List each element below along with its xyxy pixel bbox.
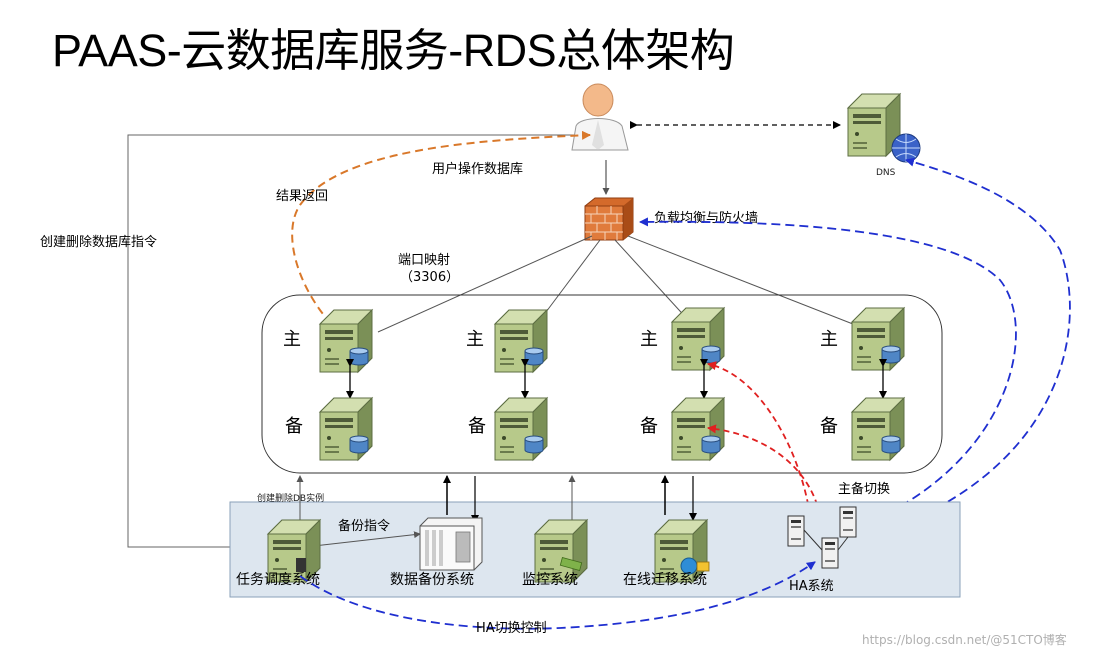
ha-switch-to-master-path xyxy=(707,361,811,516)
standby-label-3: 备 xyxy=(640,416,658,437)
db-cluster-container xyxy=(261,294,943,474)
data-backup-label: 数据备份系统 xyxy=(390,571,474,588)
ha-system-icon xyxy=(787,506,857,569)
task-scheduler-icon xyxy=(267,519,321,583)
port-mapping-label: 端口映射 xyxy=(398,252,450,268)
ha-switch-control-label: HA切换控制 xyxy=(476,621,547,636)
master-label-3: 主 xyxy=(640,329,658,350)
watermark: https://blog.csdn.net/@51CTO博客 xyxy=(862,632,1067,647)
master-server-2-icon xyxy=(494,309,548,373)
master-label-2: 主 xyxy=(466,329,484,350)
master-label-4: 主 xyxy=(820,329,838,350)
user-icon xyxy=(571,83,629,151)
monitoring-label: 监控系统 xyxy=(522,572,578,588)
master-standby-switch-label: 主备切换 xyxy=(838,481,890,497)
user-operate-db-label: 用户操作数据库 xyxy=(432,161,523,177)
standby-label-2: 备 xyxy=(468,416,486,437)
monitoring-icon xyxy=(534,519,588,583)
online-migration-label: 在线迁移系统 xyxy=(623,572,707,588)
ha-switch-to-standby-path xyxy=(707,424,821,516)
standby-server-1-icon xyxy=(319,397,373,461)
ha-switch-control-path xyxy=(299,561,816,630)
master-label-1: 主 xyxy=(283,329,301,350)
backup-storage-icon xyxy=(419,517,483,571)
firewall-icon xyxy=(584,197,634,241)
result-return-path xyxy=(291,130,591,334)
ha-to-dns-path xyxy=(857,157,1071,541)
lb-fanout-lines xyxy=(377,235,859,333)
master-server-3-icon xyxy=(671,307,725,371)
task-scheduler-label: 任务调度系统 xyxy=(236,572,320,588)
standby-server-2-icon xyxy=(494,397,548,461)
create-delete-db-cmd-label: 创建删除数据库指令 xyxy=(40,234,157,250)
create-delete-command-line xyxy=(127,134,575,548)
backup-cmd-arrow xyxy=(304,531,421,548)
ha-to-firewall-path xyxy=(639,217,1017,531)
standby-label-4: 备 xyxy=(820,416,838,437)
port-number-label: （3306） xyxy=(400,270,459,285)
migration-icon xyxy=(654,519,710,583)
ha-system-label: HA系统 xyxy=(789,579,834,594)
master-server-4-icon xyxy=(851,307,905,371)
standby-server-4-icon xyxy=(851,397,905,461)
dns-server-icon xyxy=(847,93,921,163)
slide-title: PAAS-云数据库服务-RDS总体架构 xyxy=(52,25,735,76)
create-delete-db-instance-label: 创建删除DB实例 xyxy=(257,492,324,504)
backup-cmd-label: 备份指令 xyxy=(338,518,390,534)
panel-cluster-arrows xyxy=(296,475,697,523)
lb-firewall-label: 负载均衡与防火墙 xyxy=(654,210,758,226)
dns-label: DNS xyxy=(876,168,896,178)
master-server-1-icon xyxy=(319,309,373,373)
standby-label-1: 备 xyxy=(285,416,303,437)
result-return-label: 结果返回 xyxy=(276,189,328,204)
